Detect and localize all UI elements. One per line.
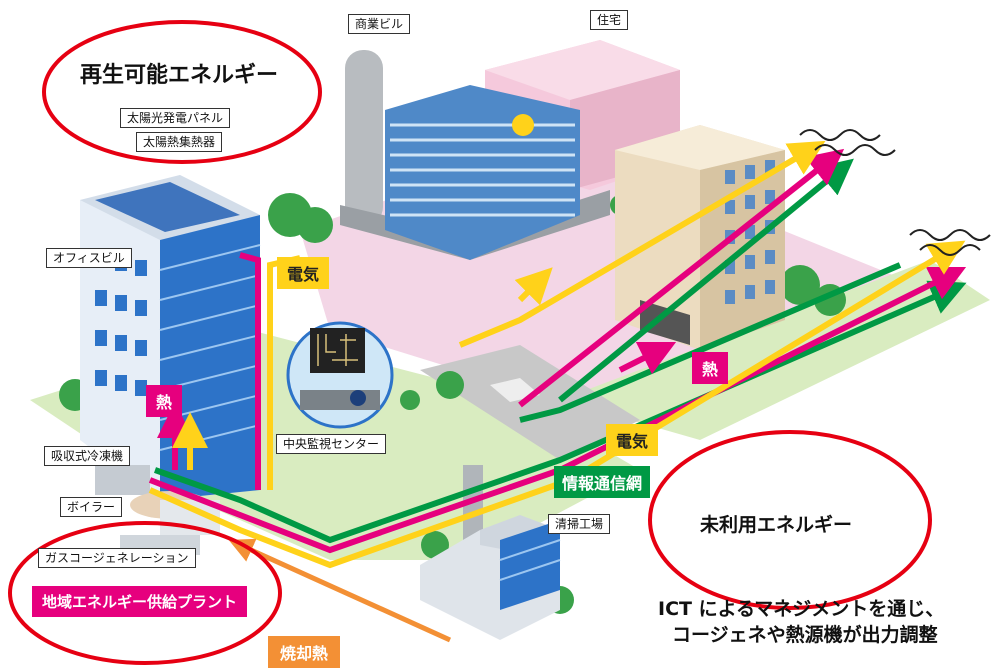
info-network-tag: 情報通信網	[554, 466, 651, 498]
plant-highlight	[8, 521, 282, 665]
ground-green-right	[560, 260, 990, 440]
monitoring-center-illustration	[286, 321, 394, 429]
office-building-label: オフィスビル	[46, 248, 132, 268]
commercial-building	[340, 50, 610, 260]
gas-cogeneration-label: ガスコージェネレーション	[38, 548, 196, 568]
central-monitoring-label: 中央監視センター	[276, 434, 387, 454]
solar-panel-label: 太陽光発電パネル	[120, 108, 231, 128]
cutoff-waves	[799, 129, 991, 256]
renewable-energy-title: 再生可能エネルギー	[80, 63, 279, 88]
unused-energy-highlight	[648, 430, 932, 610]
absorption-chiller-label: 吸収式冷凍機	[44, 446, 131, 466]
caption-line-2: コージェネや熱源機が出力調整	[672, 624, 938, 646]
renewable-highlight	[42, 20, 322, 164]
electricity-tag-top: 電気	[277, 257, 330, 289]
cleaning-plant-building	[420, 465, 561, 640]
unused-energy-title: 未利用エネルギー	[700, 514, 853, 536]
incineration-heat-line	[228, 538, 452, 643]
electricity-tag-right: 電気	[606, 424, 659, 456]
heat-tag-left: 熱	[146, 385, 183, 417]
commercial-building-label: 商業ビル	[348, 14, 411, 34]
road	[420, 345, 640, 460]
heat-tag-right: 熱	[692, 352, 729, 384]
boiler-label: ボイラー	[60, 497, 123, 517]
solar-collector-label: 太陽熱集熱器	[136, 132, 223, 152]
caption-line-1: ICT によるマネジメントを通じ、	[658, 598, 945, 620]
housing-label: 住宅	[590, 10, 629, 30]
district-plant-tag: 地域エネルギー供給プラント	[32, 586, 248, 617]
cleaning-plant-label: 清掃工場	[548, 514, 611, 534]
incineration-heat-tag: 焼却熱	[268, 636, 341, 668]
